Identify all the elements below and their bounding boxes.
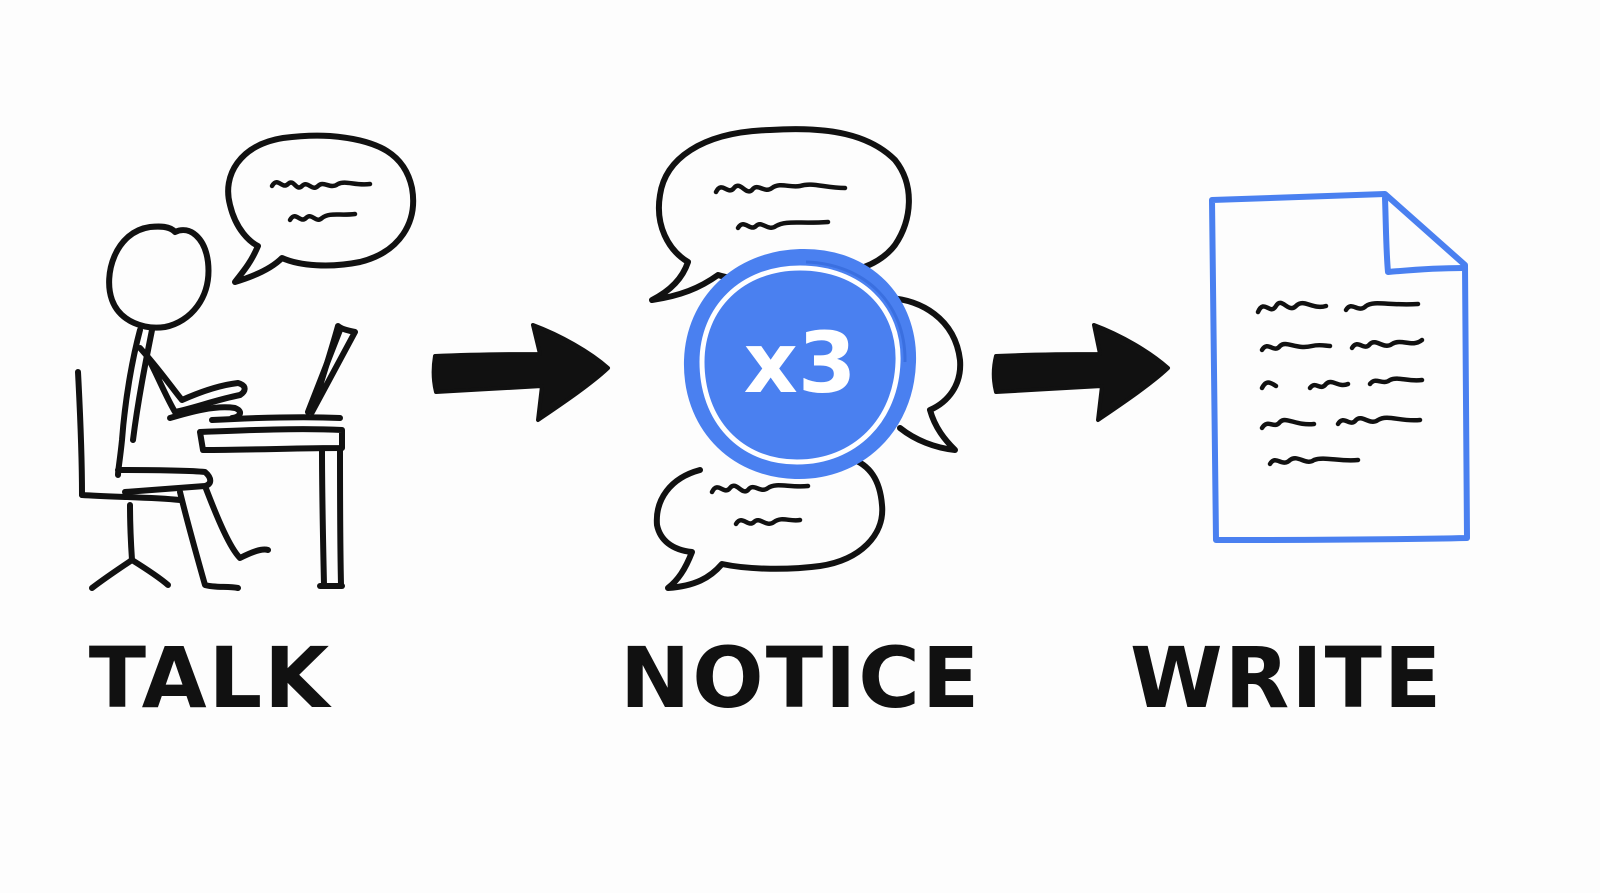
step-label-notice: NOTICE (620, 629, 982, 727)
arrow-right-icon (991, 323, 1170, 422)
person-at-laptop-icon (75, 132, 417, 591)
step-label-talk: TALK (88, 629, 332, 727)
badge-count-text: x3 (744, 314, 857, 412)
arrow-right-icon (431, 323, 610, 422)
document-icon (1209, 191, 1470, 543)
step-label-write: WRITE (1130, 629, 1444, 727)
count-badge: x3 (683, 248, 917, 480)
